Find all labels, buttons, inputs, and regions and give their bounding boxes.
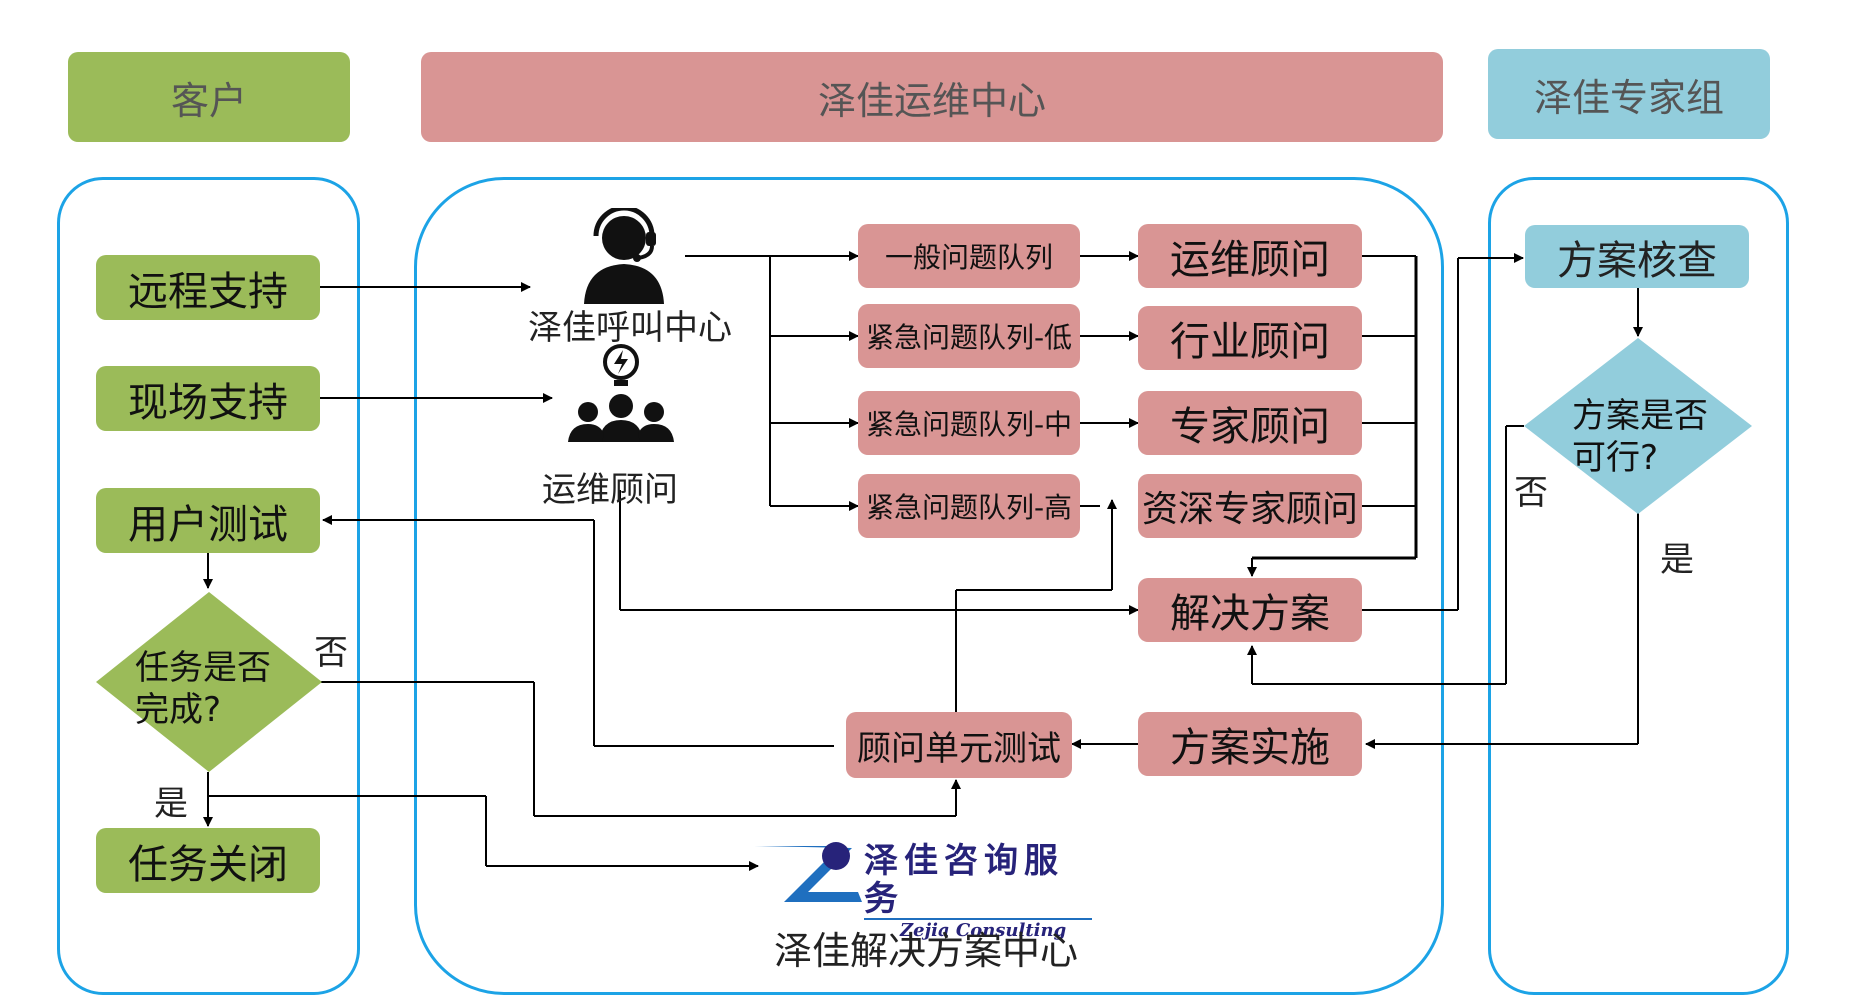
expert-group-lane-header: 泽佳专家组 — [1488, 49, 1770, 139]
customer-lane-header: 客户 — [68, 52, 350, 142]
feasible-no-label: 否 — [1514, 473, 1548, 513]
task-done-question-line1: 任务是否 — [135, 648, 271, 688]
advisor-industry: 行业顾问 — [1138, 306, 1362, 370]
task-done-yes-label: 是 — [154, 784, 188, 824]
customer-lane — [57, 177, 360, 995]
feasible-question-line2: 可行? — [1572, 438, 1659, 478]
advisor-senior-expert: 资深专家顾问 — [1138, 474, 1362, 538]
solution-review-box: 方案核查 — [1525, 225, 1749, 288]
user-test-box: 用户测试 — [96, 488, 320, 553]
queue-urgent-medium: 紧急问题队列-中 — [858, 391, 1080, 455]
feasible-yes-label: 是 — [1660, 540, 1694, 580]
queue-urgent-low: 紧急问题队列-低 — [858, 304, 1080, 368]
team-idea-icon — [568, 344, 674, 442]
advisor-ops: 运维顾问 — [1138, 224, 1362, 288]
ops-consultant-label: 运维顾问 — [542, 470, 678, 510]
feasible-question-line1: 方案是否 — [1572, 396, 1708, 436]
advisor-expert: 专家顾问 — [1138, 391, 1362, 455]
task-done-no-label: 否 — [314, 633, 348, 673]
remote-support-box: 远程支持 — [96, 255, 320, 320]
queue-urgent-high: 紧急问题队列-高 — [858, 474, 1080, 538]
ops-center-lane-header: 泽佳运维中心 — [421, 52, 1443, 142]
task-close-box: 任务关闭 — [96, 828, 320, 893]
zejia-logo — [754, 842, 862, 902]
solution-center-label: 泽佳解决方案中心 — [774, 929, 1079, 973]
headset-agent-icon — [584, 208, 664, 304]
solution-box: 解决方案 — [1138, 578, 1362, 642]
task-done-diamond — [96, 592, 322, 772]
implementation-box: 方案实施 — [1138, 712, 1362, 776]
expert-group-lane — [1488, 177, 1789, 995]
ops-center-lane — [414, 177, 1444, 995]
queue-general: 一般问题队列 — [858, 224, 1080, 288]
logo-chinese-text: 泽佳咨询服务 — [864, 841, 1064, 919]
call-center-label: 泽佳呼叫中心 — [528, 308, 732, 348]
logo-english-text: Zejia Consulting — [900, 920, 1067, 941]
onsite-support-box: 现场支持 — [96, 366, 320, 431]
task-done-question-line2: 完成? — [135, 690, 222, 730]
feasible-diamond — [1524, 338, 1752, 514]
consultant-unit-test-box: 顾问单元测试 — [846, 712, 1072, 778]
